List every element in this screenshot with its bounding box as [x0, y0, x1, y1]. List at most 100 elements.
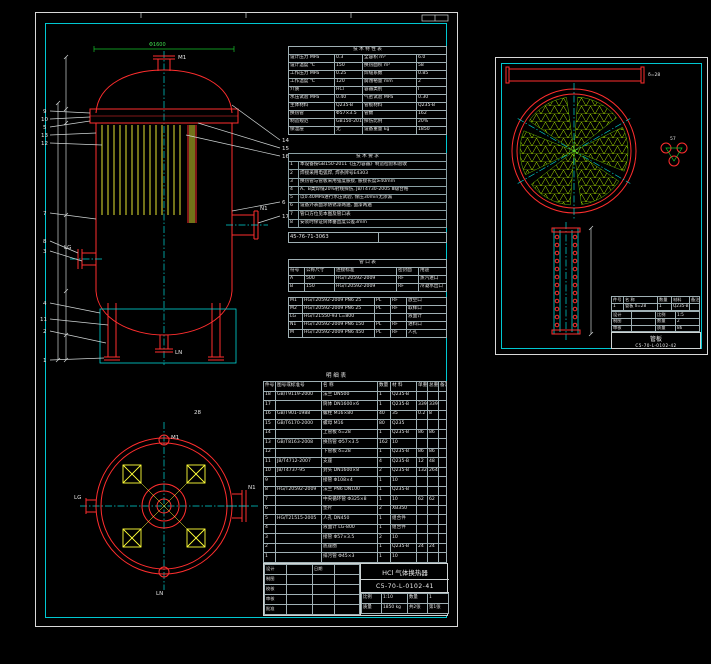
table-cell: [438, 400, 447, 411]
table-cell: [275, 523, 322, 534]
table-cell: [334, 604, 360, 615]
table-cell: HG/T21515-2005: [275, 514, 322, 525]
table-cell: [438, 428, 447, 439]
table-cell: 换热管 Φ57×3.5: [321, 438, 378, 449]
document-number-row: 45-76-71-3063: [288, 232, 447, 243]
table-cell: [416, 419, 428, 430]
table-cell: 16: [263, 409, 276, 420]
table-cell: 11: [263, 457, 276, 468]
table-cell: 设计温度 ℃: [288, 62, 335, 71]
signature-table: 设计日期制图校核审核批准: [264, 564, 360, 615]
balloons-left: 9 10 5 13 12 7 8 3 4 11 2 1: [40, 109, 48, 364]
table-cell: Φ57×3.5: [334, 110, 363, 119]
table-cell: 86: [675, 324, 700, 333]
table-cell: [438, 533, 447, 544]
table-cell: 设计: [611, 311, 632, 319]
bv-top-nozzle: [158, 434, 170, 446]
table-cell: 1:5: [675, 311, 700, 319]
table-cell: 密封面: [396, 267, 419, 276]
svg-text:17: 17: [282, 214, 289, 220]
svg-text:15: 15: [282, 146, 289, 152]
bv-left-label: LG: [74, 495, 81, 501]
svg-text:10: 10: [41, 117, 48, 123]
table-cell: 质量: [655, 324, 676, 333]
table-cell: 人孔 DN450: [321, 514, 378, 525]
left-nozzle: [77, 249, 96, 269]
table-cell: 6: [263, 504, 276, 515]
table-cell: [286, 584, 313, 595]
table-cell: 7: [288, 210, 299, 220]
table-cell: 无: [334, 126, 363, 135]
table-cell: 13: [263, 438, 276, 449]
table-cell: PL: [374, 305, 391, 314]
table-cell: RF: [390, 321, 407, 330]
table-cell: [427, 514, 439, 525]
table-cell: 3: [288, 177, 299, 187]
table-cell: 3: [263, 533, 276, 544]
table-cell: [390, 313, 407, 322]
svg-text:16: 16: [282, 154, 289, 160]
svg-text:8: 8: [43, 239, 47, 245]
table-cell: 封头 DN1600×8: [321, 466, 378, 477]
table-cell: [438, 457, 447, 468]
table-cell: 管数: [362, 110, 417, 119]
table-cell: [416, 390, 428, 401]
table-cell: 焊接采用电弧焊, 焊条牌号E4303: [297, 169, 448, 179]
table-cell: PL: [374, 297, 391, 306]
table-cell: 40: [377, 409, 391, 420]
table-cell: 制造规范: [288, 118, 335, 127]
table-cell: [416, 514, 428, 525]
table-cell: [438, 409, 447, 420]
table-cell: 1: [427, 593, 449, 604]
table-cell: 保温层: [288, 126, 335, 135]
table-cell: 组合件: [390, 523, 417, 534]
table-cell: HG/T20592-2009 PN6 25: [302, 305, 375, 314]
table-cell: 图号或标准号: [275, 381, 322, 392]
main-drawing-sheet: M1 Φ1600: [35, 12, 458, 627]
table-cell: 换热管: [288, 110, 335, 119]
table-cell: 86: [427, 428, 439, 439]
table-cell: 4: [377, 457, 391, 468]
bottom-view: M1 LN N1 LG 28: [74, 410, 258, 597]
svg-text:5: 5: [43, 125, 47, 131]
table-cell: 48: [427, 457, 439, 468]
table-cell: 0.2: [416, 409, 428, 420]
table-cell: 下管板 δ=28: [321, 447, 378, 458]
table-cell: 1: [377, 476, 391, 487]
table-cell: 1: [377, 428, 391, 439]
table-cell: 45-76-71-3063: [288, 232, 379, 243]
table-cell: [427, 533, 439, 544]
table-cell: 1: [377, 523, 391, 534]
table-cell: 2: [675, 317, 700, 326]
top-nozzle: [153, 55, 175, 71]
table-cell: [416, 485, 428, 496]
table-cell: 材 料: [390, 381, 417, 392]
table-cell: [275, 552, 322, 563]
tubesheet-face: [511, 83, 637, 219]
svg-text:4: 4: [43, 301, 47, 307]
table-cell: Q235-B: [390, 542, 417, 553]
table-cell: 80: [377, 419, 391, 430]
table-cell: 名 称: [321, 381, 378, 392]
table-cell: 技 术 特 性 表: [288, 46, 447, 55]
table-cell: 接管 Φ108×4: [321, 476, 378, 487]
table-cell: 2: [288, 169, 299, 179]
table-cell: 1: [377, 495, 391, 506]
table-cell: 1: [377, 514, 391, 525]
table-cell: PL: [374, 321, 391, 330]
table-cell: 35: [390, 409, 417, 420]
table-cell: M2: [288, 305, 303, 314]
table-cell: A、B类焊缝20%射线探伤, JB/T4730-2005 Ⅲ级合格: [297, 185, 448, 195]
table-cell: [427, 438, 439, 449]
table-cell: 2: [263, 542, 276, 553]
table-cell: 62: [427, 495, 439, 506]
table-cell: 339: [416, 400, 428, 411]
table-cell: [427, 552, 439, 563]
table-cell: 5: [288, 193, 299, 204]
table-cell: [438, 466, 447, 477]
table-cell: 换热管与管板采用强度胀接, 胀接长度≥40mm: [297, 177, 448, 187]
table-cell: 螺母 M16: [321, 419, 378, 430]
